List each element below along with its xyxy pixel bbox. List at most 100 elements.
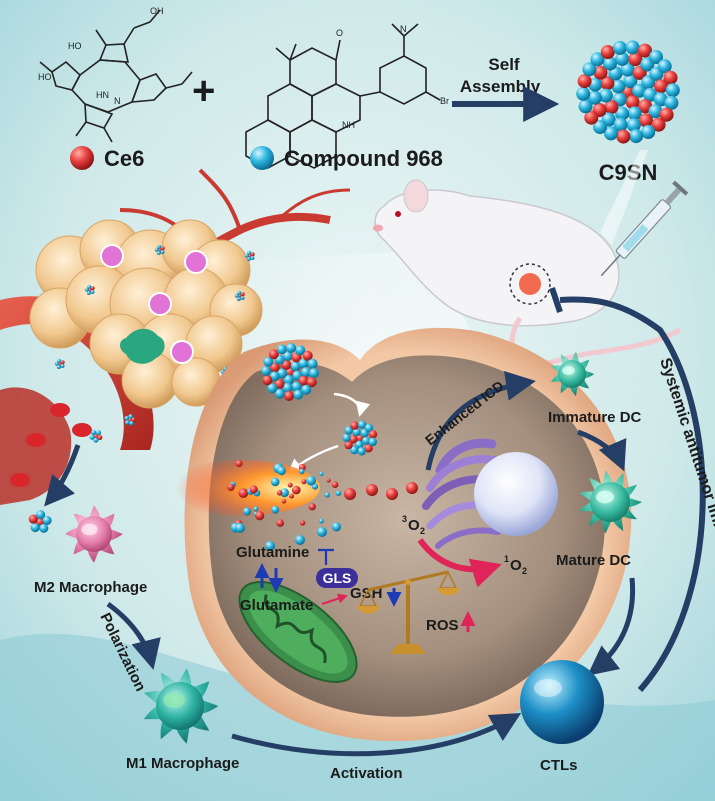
nanoparticle-bead [368, 437, 377, 447]
nanoparticle-bead [301, 367, 311, 378]
c9sn-nanoparticle [576, 40, 680, 144]
self-assembly-arrow: Self Assembly [452, 55, 560, 122]
released-molecule [277, 466, 286, 476]
dc-maturation-arrow [577, 429, 627, 472]
nanoparticle-bead [659, 107, 674, 122]
nanoparticle-bead [131, 417, 136, 422]
triplet-oxygen-sub: 2 [420, 526, 425, 536]
enhanced-icd-arrow [425, 370, 536, 471]
nanoparticle-bead [615, 51, 630, 66]
nanoparticle-bead [623, 74, 638, 88]
free-nanoparticle [234, 290, 245, 301]
released-molecule [227, 483, 235, 492]
free-nanoparticle [28, 510, 52, 533]
nanoparticle-bead [282, 351, 293, 362]
immune-cell-dot [184, 250, 208, 274]
ce6-structure: OH HO HO HN N [38, 6, 193, 143]
red-blood-cell [10, 473, 30, 487]
nanoparticle-bead [613, 117, 628, 132]
nanoparticle-bead [620, 62, 635, 77]
immature-dc-label: Immature DC [548, 409, 642, 426]
nanoparticle-bead [309, 368, 319, 379]
nanoparticle-bead [344, 440, 353, 450]
m1-macrophage-icon [143, 668, 219, 744]
free-nanoparticle [244, 250, 255, 261]
released-molecule [253, 506, 259, 512]
nanoparticle-bead [357, 420, 367, 429]
nanoparticle-bead [125, 420, 130, 425]
nanoparticle-bead [342, 433, 351, 442]
ce6-legend-ball [70, 146, 94, 170]
nanoparticle-bead [39, 523, 49, 533]
syringe-icon [600, 180, 689, 277]
nanoparticle-bead [90, 290, 95, 294]
released-molecule [299, 468, 305, 475]
nanoparticle-bead [129, 421, 134, 426]
ce6-molecule [386, 488, 398, 500]
nanoparticle-bead [298, 375, 309, 386]
svg-text:HN: HN [96, 90, 109, 100]
ctls-label: CTLs [540, 757, 578, 774]
nanoparticle-bead [649, 50, 663, 64]
ce6-label: Ce6 [104, 146, 144, 171]
nanoparticle-bead [84, 287, 89, 292]
nanoparticle-bead [349, 435, 358, 444]
released-molecule [301, 479, 307, 485]
nanoparticle-bead [625, 40, 640, 55]
released-molecule [242, 507, 252, 516]
released-molecule [289, 493, 295, 499]
nanoparticle-bead [124, 415, 130, 421]
nanoparticle-bead [283, 374, 294, 385]
singlet-oxygen-arrow [417, 538, 502, 588]
compound-molecule [235, 523, 245, 533]
nanoparticle-bead [250, 252, 255, 257]
red-blood-cell [72, 423, 92, 437]
nanoparticle-bead [600, 45, 615, 59]
nanoparticle-bead [576, 86, 591, 101]
nanoparticle-bead [582, 62, 597, 77]
nanoparticle-bead [156, 251, 161, 255]
compound-legend-ball [250, 146, 274, 170]
m2-macrophage-label: M2 Macrophage [34, 579, 147, 596]
nanoparticle-bead [267, 383, 278, 394]
nanoparticle-bead [603, 56, 617, 71]
tumor-cluster-icon [10, 219, 263, 487]
free-nanoparticle [154, 244, 165, 255]
nanoparticle-bead [665, 83, 680, 98]
ce6-molecule [344, 488, 356, 500]
mature-dc-label: Mature DC [556, 552, 631, 569]
systemic-inhibition-bar [549, 287, 563, 313]
nucleus-icon [474, 452, 558, 536]
nanoparticle-bead [160, 246, 165, 251]
cell-nucleus [562, 366, 575, 375]
nanoparticle-bead [651, 117, 666, 132]
nanoparticle-bead [629, 129, 644, 144]
nanoparticle-bead [291, 381, 302, 392]
free-nanoparticle [124, 414, 136, 426]
nanoparticle-bead [587, 90, 602, 105]
nanoparticle-bead [154, 247, 159, 252]
nanoparticle-bead [350, 445, 359, 455]
svg-text:Br: Br [440, 96, 449, 106]
mature-dc-icon [579, 470, 642, 534]
released-molecule [319, 471, 324, 476]
nanoparticle-bead [298, 358, 309, 369]
released-molecule [276, 490, 283, 496]
nanoparticle-bead [632, 83, 647, 98]
released-molecule [319, 518, 324, 524]
nanoparticle-bead [616, 129, 631, 144]
released-molecule [280, 488, 289, 498]
released-molecule [276, 519, 285, 527]
released-molecule [287, 482, 293, 488]
nanoparticle-bead [90, 286, 95, 291]
injection-beam [600, 150, 648, 245]
nanoparticle-bead [237, 290, 242, 295]
released-molecule [326, 478, 331, 483]
nanoparticle-bead [36, 510, 46, 520]
ctl-cell-icon [520, 660, 604, 744]
nanoparticle-bead [604, 126, 618, 141]
nanoparticle-bead [247, 250, 252, 255]
nanoparticle-bead [89, 434, 95, 440]
nanoparticle-bead [295, 345, 306, 356]
nanoparticle-bead [352, 427, 361, 437]
